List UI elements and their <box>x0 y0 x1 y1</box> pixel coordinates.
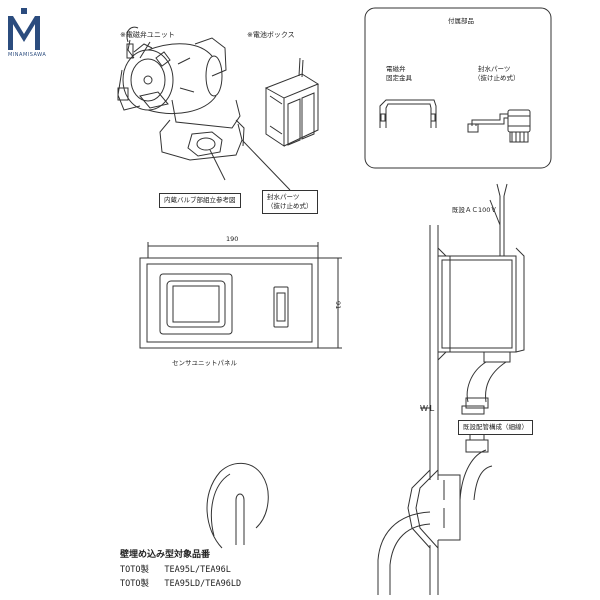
water-line-label: ＷＬ <box>420 404 436 413</box>
product-line-1: TOTO製 TEA95L/TEA96L <box>120 566 231 575</box>
solenoid-bracket-label-1: 電磁弁 <box>386 65 406 73</box>
battery-box-label: ※電池ボックス <box>247 31 295 39</box>
valve-ref-leader-line <box>209 149 226 181</box>
solenoid-leader-line <box>139 41 151 59</box>
sensor-panel-label: センサユニットパネル <box>172 359 237 367</box>
existing-piping-text: 既設配管構成（細線） <box>463 423 528 431</box>
valve-assembly-ref-text: 内蔵バルブ部組立参考図 <box>164 196 236 204</box>
solenoid-bracket-drawing <box>379 99 437 128</box>
seal-callout-leader-line <box>241 139 291 191</box>
valve-assembly-ref-label: 内蔵バルブ部組立参考図 <box>159 193 241 208</box>
seal-parts-label-1: 封水パーツ <box>478 65 511 73</box>
sensor-panel-drawing <box>139 242 342 349</box>
seal-parts-drawing <box>467 109 531 143</box>
product-line-2: TOTO製 TEA95LD/TEA96LD <box>120 580 241 589</box>
seal-callout-line-2: （抜け止め式） <box>267 201 313 210</box>
solenoid-valve-unit-drawing <box>117 26 245 161</box>
existing-piping-callout: 既設配管構成（細線） <box>458 420 533 435</box>
brand-logo-icon <box>8 8 40 50</box>
flush-pipe-drawing <box>206 462 269 549</box>
product-heading: 壁埋め込み型対象品番 <box>120 550 211 560</box>
seal-callout-line-1: 封水パーツ <box>267 193 300 201</box>
accessories-panel <box>364 7 552 169</box>
solenoid-bracket-label-2: 固定金具 <box>386 74 412 82</box>
solenoid-unit-label: ※電磁弁ユニット <box>120 31 175 39</box>
dimension-height-label: 91 <box>334 301 342 310</box>
wall-section-drawing <box>377 183 525 595</box>
product-maker-2: TOTO製 <box>120 579 149 589</box>
seal-parts-callout: 封水パーツ （抜け止め式） <box>262 190 318 214</box>
seal-parts-label-2: （抜け止め式） <box>474 74 520 82</box>
dimension-width-label: 190 <box>226 235 239 243</box>
product-models-1: TEA95L/TEA96L <box>164 565 231 575</box>
ac-power-label: 既設ＡＣ100Ｖ <box>452 206 497 214</box>
accessories-title: 付属部品 <box>448 17 474 25</box>
product-models-2: TEA95LD/TEA96LD <box>164 579 242 589</box>
product-maker-1: TOTO製 <box>120 565 149 575</box>
brand-logo-text: MINAMISAWA <box>8 52 47 58</box>
battery-box-drawing <box>264 57 320 147</box>
